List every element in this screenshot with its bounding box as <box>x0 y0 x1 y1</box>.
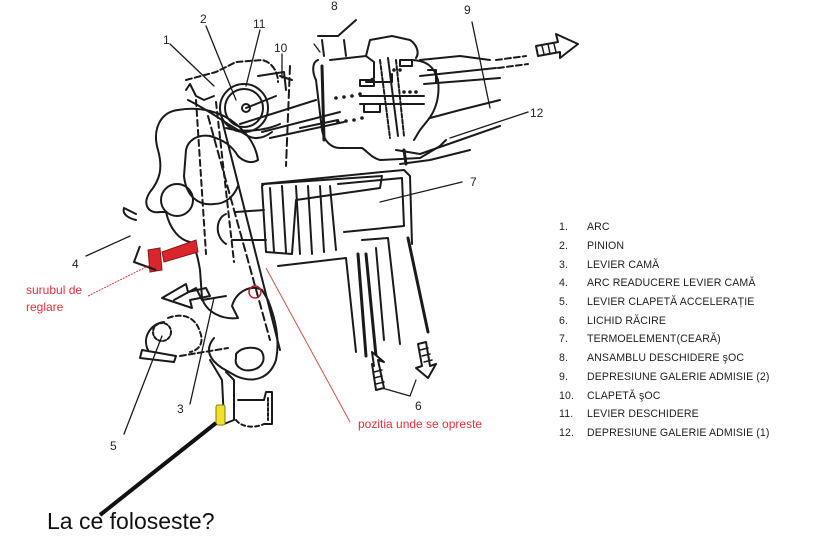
legend-item: 6. LICHID RĂCIRE <box>559 311 770 330</box>
legend-label: LEVIER DESCHIDERE <box>587 408 699 421</box>
legend-item: 4. ARC READUCERE LEVIER CAMĂ <box>559 274 770 293</box>
legend-number: 11. <box>559 408 574 421</box>
legend-item: 7. TERMOELEMENT(CEARĂ) <box>559 330 770 349</box>
adjusting-screw-label-line1: surubul de <box>26 283 83 297</box>
legend-number: 8. <box>559 352 569 365</box>
legend-number: 5. <box>559 296 569 309</box>
parts-legend: 1. ARC 2. PINION 3. LEVIER CAMĂ 4. ARC READU… <box>559 218 770 442</box>
adjusting-screw <box>132 239 199 273</box>
adjusting-screw-label: surubul de reglare <box>26 282 82 316</box>
legend-item: 11. LEVIER DESCHIDERE <box>559 405 770 424</box>
callout-4: 4 <box>72 257 79 271</box>
diaphragm-holes <box>334 68 418 124</box>
legend-item: 10. CLAPETĂ şOC <box>559 386 770 405</box>
legend-number: 6. <box>559 314 569 327</box>
wax-thermo-element <box>216 169 430 358</box>
legend-number: 1. <box>559 221 569 234</box>
stop-position-marker <box>248 285 262 299</box>
legend-item: 2. PINION <box>559 237 770 256</box>
legend-label: ANSAMBLU DESCHIDERE şOC <box>587 352 745 365</box>
legend-label: LEVIER CAMĂ <box>587 258 660 271</box>
legend-number: 9. <box>559 370 569 383</box>
coolant-arrows <box>371 341 437 397</box>
stop-position-label: pozitia unde se opreste <box>358 417 483 431</box>
legend-label: ARC READUCERE LEVIER CAMĂ <box>587 277 756 290</box>
legend-label: CLAPETĂ şOC <box>587 389 661 402</box>
callout-11: 11 <box>253 17 266 31</box>
legend-number: 12. <box>559 426 575 439</box>
legend-label: DEPRESIUNE GALERIE ADMISIE (2) <box>587 370 770 383</box>
legend-label: LICHID RĂCIRE <box>587 314 666 327</box>
legend-label: DEPRESIUNE GALERIE ADMISIE (1) <box>587 426 770 439</box>
legend-item: 5. LEVIER CLAPETĂ ACCELERAȚIE <box>559 293 770 312</box>
legend-number: 10. <box>559 389 575 402</box>
choke-valve-shaft <box>195 65 345 351</box>
callout-12: 12 <box>530 106 544 120</box>
callout-7: 7 <box>470 175 477 189</box>
callout-1: 1 <box>163 33 170 47</box>
vacuum-outlet-arrow <box>495 33 579 69</box>
callout-10: 10 <box>274 41 288 55</box>
callout-3: 3 <box>177 402 184 416</box>
callout-9: 9 <box>464 3 471 17</box>
legend-label: TERMOELEMENT(CEARĂ) <box>587 333 721 346</box>
pinion-assembly <box>185 59 287 140</box>
question-pointer-line <box>98 421 218 517</box>
callout-5: 5 <box>110 439 117 453</box>
legend-number: 3. <box>559 258 569 271</box>
legend-item: 9. DEPRESIUNE GALERIE ADMISIE (2) <box>559 368 770 387</box>
legend-number: 7. <box>559 333 569 346</box>
question-text: La ce foloseste? <box>47 508 215 534</box>
screw-leader-line <box>87 263 153 297</box>
legend-label: PINION <box>587 240 625 253</box>
callout-8: 8 <box>331 0 338 13</box>
legend-item: 8. ANSAMBLU DESCHIDERE şOC <box>559 349 770 368</box>
legend-number: 4. <box>559 277 569 290</box>
throttle-lever <box>139 283 229 363</box>
legend-label: LEVIER CLAPETĂ ACCELERAȚIE <box>587 296 755 309</box>
callout-2: 2 <box>200 12 207 26</box>
legend-number: 2. <box>559 240 569 253</box>
adjusting-screw-label-line2: reglare <box>26 300 64 314</box>
callout-leaders <box>85 21 529 435</box>
legend-item: 1. ARC <box>559 218 770 237</box>
stop-leader-line <box>265 267 351 423</box>
legend-label: ARC <box>587 221 610 234</box>
legend-item: 12. DEPRESIUNE GALERIE ADMISIE (1) <box>559 424 770 443</box>
callout-6: 6 <box>415 399 422 413</box>
legend-item: 3. LEVIER CAMĂ <box>559 255 770 274</box>
highlighted-part <box>215 404 226 426</box>
choke-opener-assembly <box>312 19 501 166</box>
